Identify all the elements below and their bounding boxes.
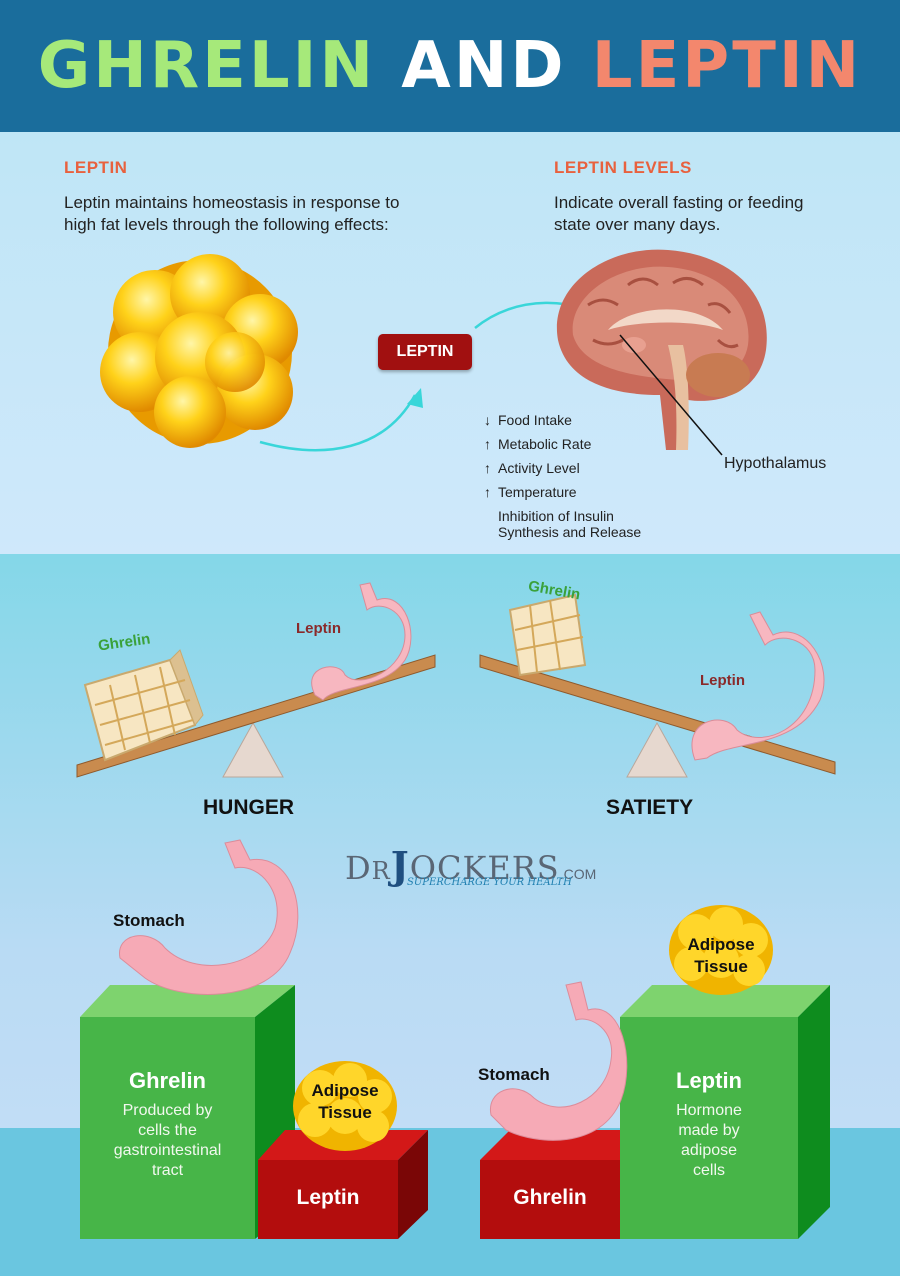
right-stomach-label: Stomach	[478, 1065, 550, 1084]
left-adipose-label: Adipose Tissue	[311, 1081, 379, 1122]
leptin-desc-line1: Leptin maintains homeostasis in response…	[64, 193, 400, 212]
leptin-levels-heading: LEPTIN LEVELS	[554, 158, 692, 177]
left-ghrelin-title: Ghrelin	[128, 1068, 206, 1093]
levels-desc-line2: state over many days.	[554, 215, 721, 234]
effect-metabolic-rate: ↑ Metabolic Rate	[484, 432, 641, 456]
effect-text: Metabolic Rate	[498, 436, 592, 452]
title-and: AND	[401, 29, 567, 103]
stomach-icon	[119, 839, 299, 995]
leptin-desc-line2: high fat levels through the following ef…	[64, 215, 389, 234]
leptin-levels-description: Indicate overall fasting or feeding stat…	[554, 192, 804, 236]
effect-text: Inhibition of Insulin	[498, 508, 614, 524]
title-ghrelin: GHRELIN	[37, 29, 377, 103]
effect-activity-level: ↑ Activity Level	[484, 456, 641, 480]
right-adipose-label: Adipose Tissue	[687, 935, 755, 976]
arrow-down-icon: ↓	[484, 412, 491, 428]
fat-cell-cluster-icon	[100, 254, 298, 448]
leptin-effects-list: ↓ Food Intake ↑ Metabolic Rate ↑ Activit…	[484, 408, 641, 540]
header-banner: GHRELIN AND LEPTIN	[0, 0, 900, 132]
adipose-tissue-icon	[293, 1061, 397, 1151]
leptin-heading: LEPTIN	[64, 158, 128, 177]
hunger-caption: HUNGER	[203, 796, 295, 819]
effect-temperature: ↑ Temperature	[484, 480, 641, 504]
page-title: GHRELIN AND LEPTIN	[38, 29, 862, 103]
right-leptin-description: Hormone made by adipose cells	[676, 1102, 742, 1179]
right-leptin-title: Leptin	[676, 1068, 742, 1093]
effect-text: Activity Level	[498, 460, 580, 476]
leptin-badge: LEPTIN	[378, 334, 472, 370]
satiety-leptin-label: Leptin	[700, 672, 745, 689]
effect-text: Food Intake	[498, 412, 572, 428]
stomach-icon	[490, 981, 628, 1141]
drjockers-logo: DRJOCKERS.COM SUPERCHARGE YOUR HEALTH	[345, 843, 597, 888]
hypothalamus-label: Hypothalamus	[724, 455, 827, 472]
fat-block-icon	[508, 593, 587, 677]
fat-block-icon	[83, 649, 204, 762]
effect-food-intake: ↓ Food Intake	[484, 408, 641, 432]
right-bar-group	[480, 985, 830, 1239]
left-stomach-label: Stomach	[113, 911, 185, 930]
hypothalamus-pointer	[619, 334, 723, 456]
adipose-tissue-icon	[669, 905, 773, 995]
left-bar-group	[80, 985, 428, 1239]
satiety-caption: SATIETY	[606, 796, 694, 819]
right-ghrelin-title: Ghrelin	[513, 1186, 587, 1209]
effect-insulin-inhibition: Inhibition of Insulin Synthesis and Rele…	[484, 504, 641, 540]
left-ghrelin-description: Produced by cells the gastrointestinal t…	[113, 1102, 222, 1179]
levels-desc-line1: Indicate overall fasting or feeding	[554, 193, 804, 212]
left-leptin-title: Leptin	[296, 1186, 360, 1209]
leptin-description: Leptin maintains homeostasis in response…	[64, 192, 399, 236]
title-leptin: LEPTIN	[591, 29, 863, 103]
stomach-large-icon	[691, 611, 825, 761]
arrow-up-icon: ↑	[484, 436, 491, 452]
satiety-seesaw	[479, 593, 836, 778]
stomach-small-icon	[311, 582, 412, 701]
arrow-up-icon: ↑	[484, 460, 491, 476]
effect-text: Temperature	[498, 484, 577, 500]
effect-text: Synthesis and Release	[498, 524, 642, 540]
hunger-seesaw	[76, 582, 436, 778]
brain-icon	[556, 249, 767, 450]
arrow-up-icon: ↑	[484, 484, 491, 500]
hunger-leptin-label: Leptin	[296, 620, 341, 637]
brand-tagline: SUPERCHARGE YOUR HEALTH	[407, 877, 572, 888]
